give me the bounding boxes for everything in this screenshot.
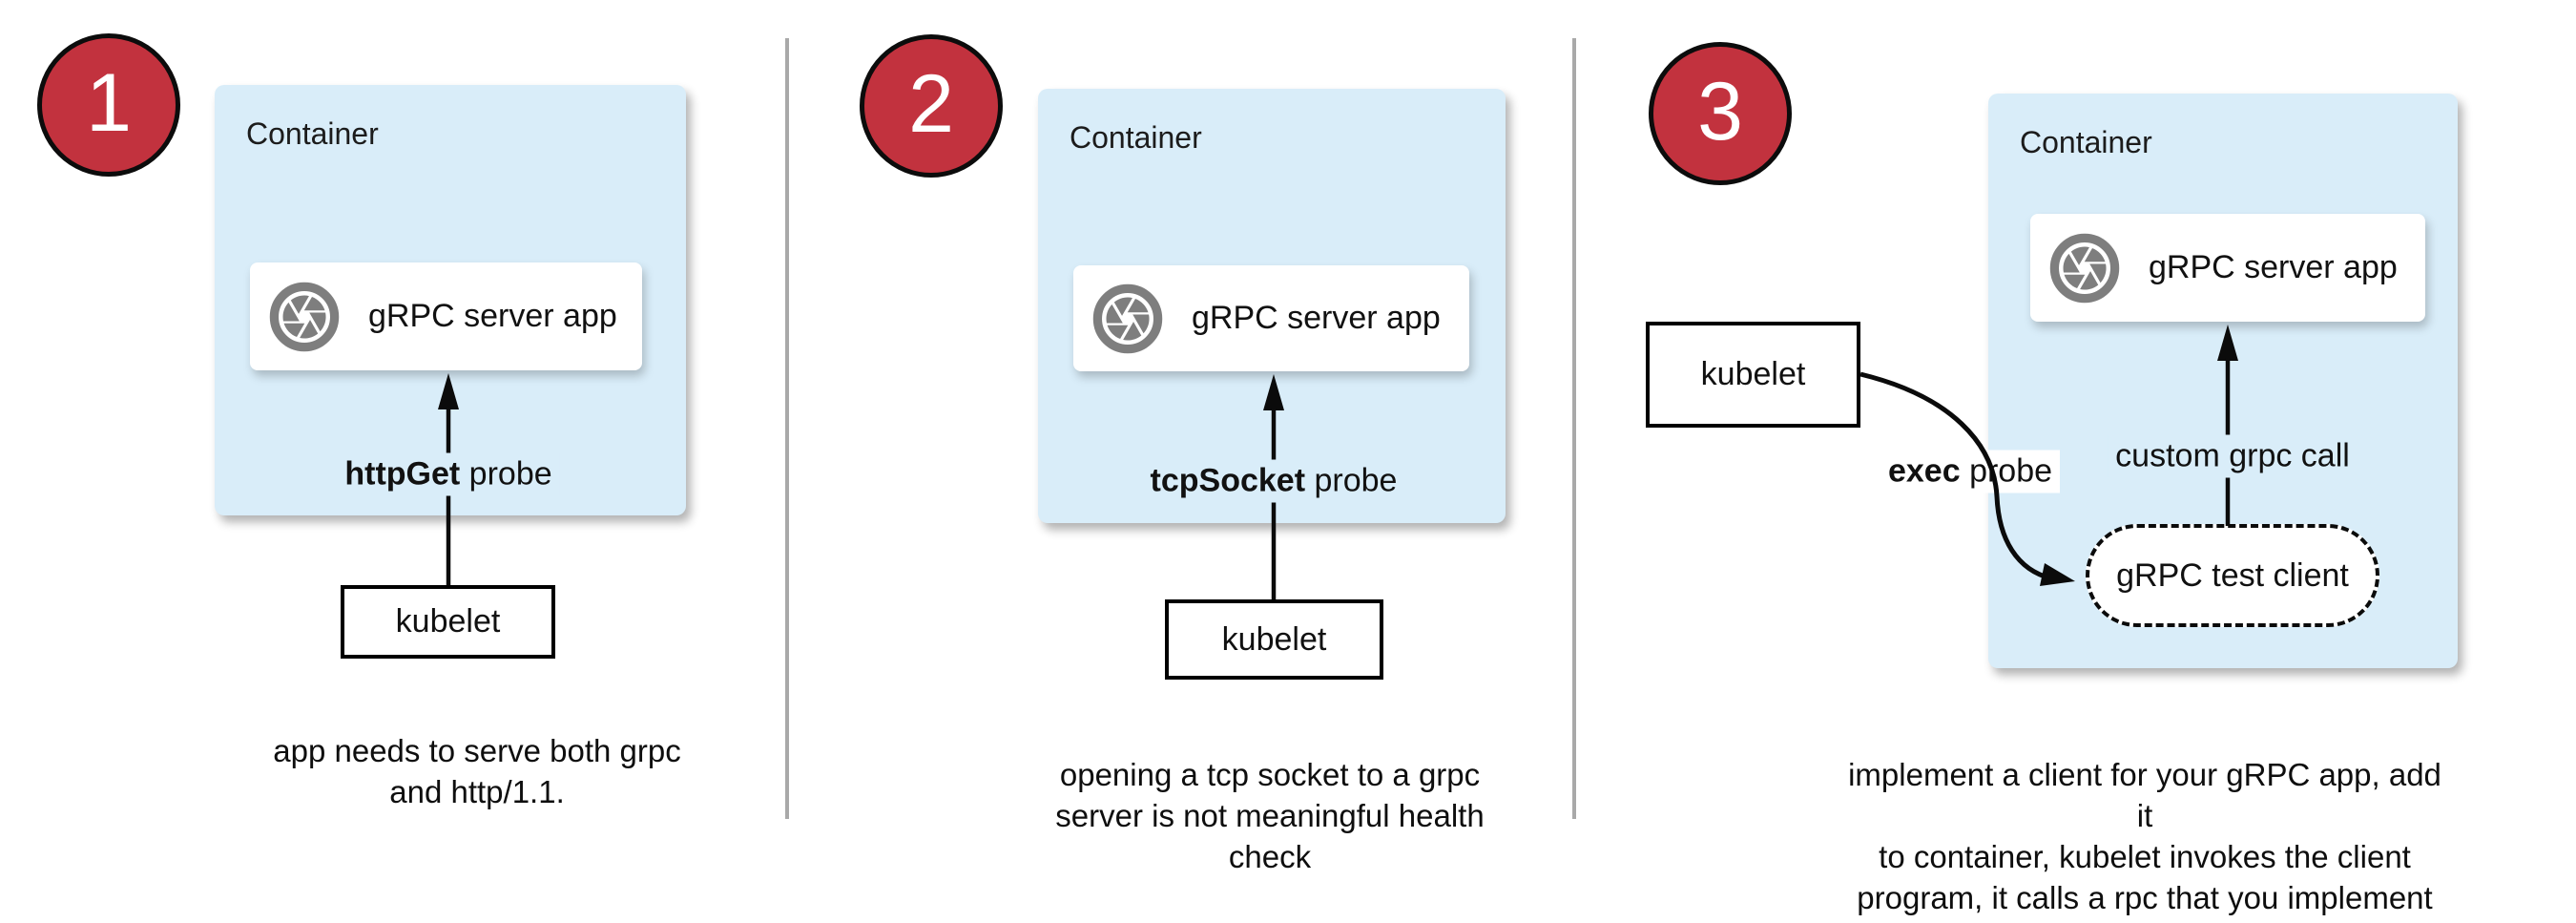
probe-type-text: tcpSocket [1150,462,1306,499]
step-3-number: 3 [1697,66,1743,157]
aperture-icon [269,282,340,351]
caption-line: program, it calls a rpc that you impleme… [1857,880,2433,915]
grpc-server-app-box-3: gRPC server app [2030,214,2425,322]
probe-word-text: probe [460,455,552,493]
kubelet-label: kubelet [1700,356,1806,392]
grpc-server-app-box-1: gRPC server app [250,262,642,370]
caption-3: implement a client for your gRPC app, ad… [1839,754,2450,918]
aperture-icon [2049,233,2120,303]
grpc-server-app-box-2: gRPC server app [1073,265,1469,371]
caption-2: opening a tcp socket to a grpc server is… [984,754,1556,877]
caption-line: to container, kubelet invokes the client [1879,839,2411,874]
probe-word-text: probe [1305,462,1398,499]
probe-type-text: exec [1887,452,1961,490]
step-2-number: 2 [908,58,954,150]
container-3-label: Container [2020,125,2152,159]
grpc-server-app-label: gRPC server app [2149,249,2398,285]
httpget-probe-label: httpGet probe [337,452,560,496]
grpc-test-client-box: gRPC test client [2086,524,2379,627]
grpc-test-client-label: gRPC test client [2116,556,2349,594]
probe-word-text: probe [1960,452,2053,490]
custom-grpc-call-label: custom grpc call [2108,434,2358,478]
tcpsocket-probe-label: tcpSocket probe [1142,459,1405,503]
caption-line: opening a tcp socket to a grpc [1059,757,1481,792]
kubelet-label: kubelet [1221,620,1327,658]
caption-1: app needs to serve both grpc and http/1.… [191,730,763,812]
kubelet-box-3: kubelet [1646,322,1860,428]
caption-line: implement a client for your gRPC app, ad… [1848,757,2441,833]
caption-line: server is not meaningful health [1055,798,1485,833]
grpc-server-app-label: gRPC server app [1192,300,1441,336]
step-1-number: 1 [86,57,132,149]
aperture-icon [1092,283,1163,353]
container-1-label: Container [246,116,379,151]
step-3-badge: 3 [1649,42,1792,185]
kubelet-label: kubelet [395,603,501,640]
step-1-badge: 1 [37,33,180,177]
container-2-label: Container [1070,120,1202,155]
panel-divider-1 [785,38,789,819]
grpc-server-app-label: gRPC server app [368,298,617,334]
kubelet-box-1: kubelet [341,585,555,659]
probe-type-text: httpGet [344,455,461,493]
caption-line: and http/1.1. [389,774,565,809]
step-2-badge: 2 [860,34,1003,178]
panel-divider-2 [1572,38,1576,819]
caption-line: check [1228,839,1312,874]
grpc-call-text: custom grpc call [2115,437,2350,474]
kubelet-box-2: kubelet [1165,599,1383,680]
caption-line: app needs to serve both grpc [273,733,681,768]
exec-probe-label: exec probe [1880,450,2061,493]
